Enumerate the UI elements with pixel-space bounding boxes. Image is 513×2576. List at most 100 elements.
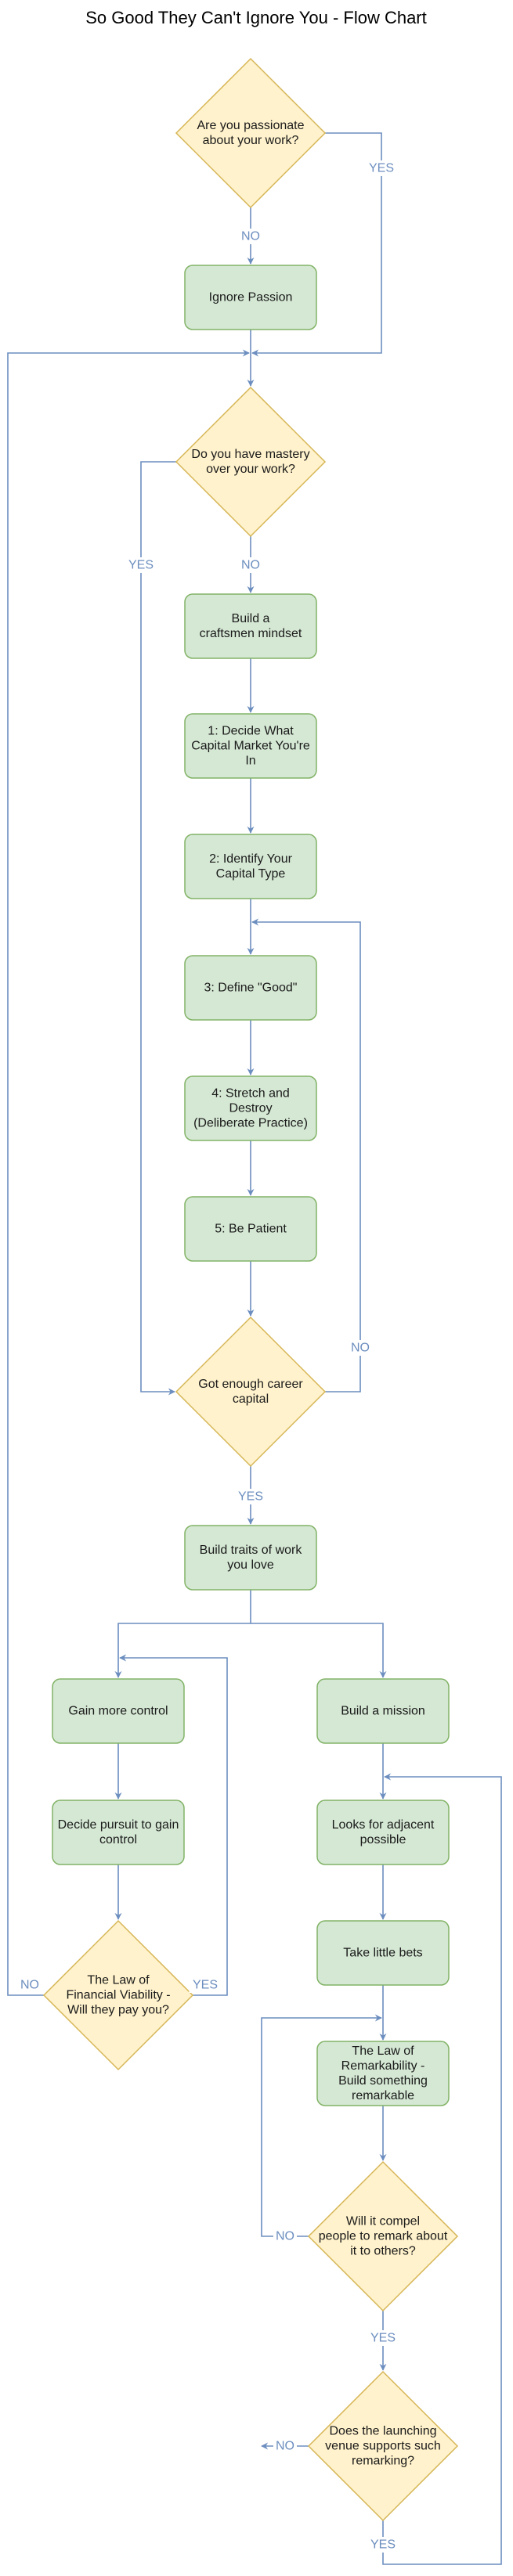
edge-label-text: NO [241,559,260,572]
node-label: 3: Define "Good" [204,982,298,995]
node-patient: 5: Be Patient [184,1196,317,1262]
edge-label-text: NO [20,1979,39,1992]
decision-diamond [307,2160,459,2312]
edge-mastery-yes [140,461,176,1396]
edge-label-text: NO [351,1342,370,1355]
node-label: craftsmen mindset [200,627,302,640]
edge-capital-no-loop [251,918,361,1392]
process-box [316,1678,450,1744]
node-label: Will they pay you? [67,2004,169,2017]
node-label: Got enough career [198,1378,303,1391]
edge-label-bg [273,2438,297,2454]
node-label: Build traits of work [200,1544,303,1557]
node-label: Remarkability - [341,2059,425,2073]
node-label: Will it compel [346,2215,420,2228]
node-label: people to remark about [319,2230,448,2243]
node-label: The Law of [352,2045,414,2058]
node-label: Capital Market You're [191,740,310,753]
process-box [316,1920,450,1986]
process-box [52,1800,185,1865]
nodes-layer: Are you passionate about your work? Ignore… [42,57,459,2522]
node-label: Build a [232,612,270,625]
node-label: Financial Viability - [66,1989,170,2002]
edge-label-text: YES [370,2538,396,2552]
edge-label-capital-no: NO [349,1340,372,1356]
edge-label-text: NO [276,2440,294,2453]
process-box [184,834,317,899]
node-label: you love [227,1558,274,1572]
edge-label-compel-yes: YES [367,2330,399,2346]
node-control: Gain more control [52,1678,185,1744]
edge-label-text: YES [370,2332,396,2345]
edge-label-text: YES [128,559,154,572]
edge-label-bg [18,1977,42,1993]
node-label: Destroy [229,1102,272,1115]
decision-diamond [175,57,327,209]
node-label: it to others? [350,2245,416,2258]
edge-label-bg [239,557,262,573]
node-craftsmen: Build a craftsmen mindset [184,593,317,659]
node-label: possible [360,1833,406,1846]
node-mission: Build a mission [316,1678,450,1744]
node-label: about your work? [203,134,299,147]
node-compel: Will it compel people to remark about it t… [307,2160,459,2312]
process-box [184,713,317,779]
edge-traits-split-left [114,1590,251,1678]
edge-label-compel-no: NO [273,2228,297,2244]
node-label: venue supports such [325,2440,441,2453]
node-passionate: Are you passionate about your work? [175,57,327,209]
edge-label-bg [349,1340,372,1356]
node-bets: Take little bets [316,1920,450,1986]
edge-label-text: YES [193,1979,218,1992]
edge-label-passionate-no: NO [239,229,262,244]
edge-viability-no-loop [7,349,250,1996]
node-label: Looks for adjacent [332,1818,435,1832]
node-label: Build something [338,2074,428,2088]
node-label: Capital Type [216,867,286,881]
edge-label-text: NO [241,230,260,243]
edge-label-mastery-no: NO [239,557,262,573]
node-ignore-passion: Ignore Passion [184,265,317,330]
node-label: remarking? [352,2455,414,2468]
decision-diamond [175,386,327,538]
edge-label-venue-yes: YES [367,2537,399,2553]
page-title: So Good They Can't Ignore You - Flow Cha… [85,8,427,27]
edge-label-bg [234,1489,267,1504]
edge-viability-yes-loop [119,1654,228,1996]
process-box [184,1196,317,1262]
process-box [184,265,317,330]
edge-label-bg [273,2228,297,2244]
edge-label-capital-yes: YES [234,1489,267,1504]
edge-label-bg [367,2330,399,2346]
node-label: Ignore Passion [209,291,293,304]
process-box [184,1525,317,1591]
process-box [52,1678,185,1744]
process-box [184,1075,317,1141]
decision-diamond [307,2370,459,2522]
edge-label-viability-no: NO [18,1977,42,1993]
edge-passionate-yes [251,132,382,357]
node-label: capital [233,1392,269,1406]
node-label: 1: Decide What [208,725,294,738]
edge-label-venue-no: NO [273,2438,297,2454]
edge-label-bg [125,557,157,573]
node-label: Are you passionate [197,119,305,132]
node-label: In [245,755,255,768]
node-label: 2: Identify Your [209,852,293,866]
node-define-good: 3: Define "Good" [184,955,317,1021]
edge-label-bg [367,2537,399,2553]
node-label: Gain more control [68,1705,168,1718]
edge-label-text: NO [276,2230,294,2243]
decision-diamond [42,1919,194,2071]
